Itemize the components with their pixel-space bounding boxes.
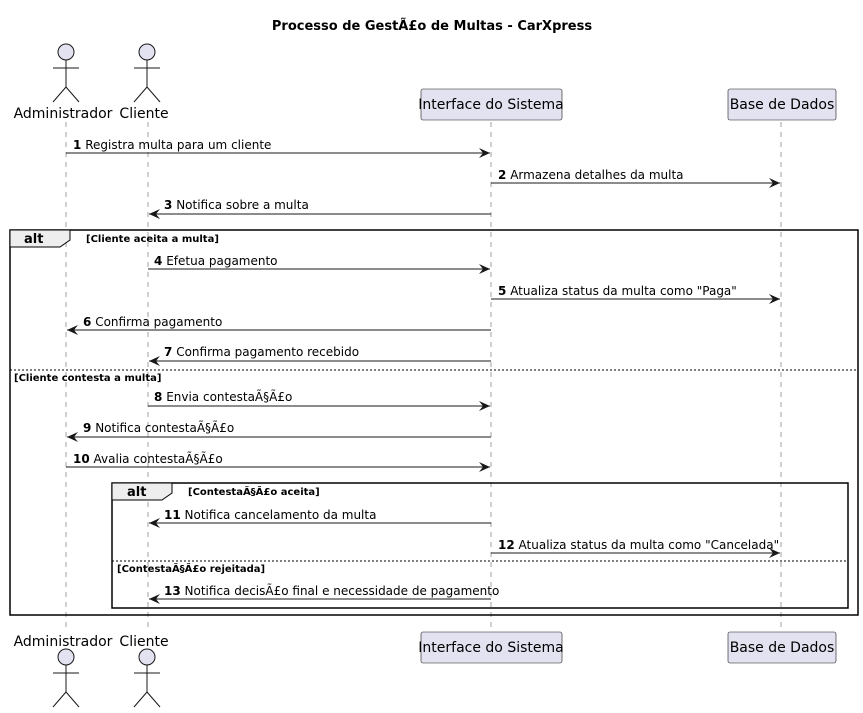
actor-head-icon [138,43,156,61]
message-5: 5 Atualiza status da multa como "Paga" [491,284,780,304]
message-label: 12 Atualiza status da multa como "Cancel… [498,538,779,552]
message-7: 7 Confirma pagamento recebido [149,345,491,366]
actor-label-administrador: Administrador [14,106,113,122]
alt-keyword-outer: alt [24,232,43,247]
alt-keyword-inner: alt [127,485,146,500]
message-3: 3 Notifica sobre a multa [149,198,491,219]
message-label: 13 Notifica decisÃ£o final e necessidade… [164,583,499,598]
message-10: 10 Avalia contestaÃ§Ã£o [66,451,490,472]
alt-frame-outer: alt [Cliente aceita a multa] [Cliente co… [9,229,859,616]
diagram-title: Processo de GestÃ£o de Multas - CarXpres… [272,18,592,34]
message-12: 12 Atualiza status da multa como "Cancel… [491,538,780,558]
message-label: 10 Avalia contestaÃ§Ã£o [73,451,223,466]
message-6: 6 Confirma pagamento [67,315,491,335]
message-9: 9 Notifica contestaÃ§Ã£o [67,420,491,442]
message-4: 4 Efetua pagamento [148,254,490,274]
actor-administrador-top: Administrador [14,43,113,122]
participant-label-base-dados: Base de Dados [730,640,835,656]
message-1: 1 Registra multa para um cliente [66,138,490,158]
message-label: 11 Notifica cancelamento da multa [164,508,376,522]
message-8: 8 Envia contestaÃ§Ã£o [148,389,490,411]
message-label: 5 Atualiza status da multa como "Paga" [498,284,737,298]
participant-interface-bottom: Interface do Sistema [418,631,564,664]
actor-label-administrador: Administrador [14,634,113,650]
alt-condition-outer-1: [Cliente aceita a multa] [86,234,219,245]
message-2: 2 Armazena detalhes da multa [491,168,780,188]
actor-head-icon [138,648,156,666]
alt-condition-outer-2: [Cliente contesta a multa] [14,373,161,384]
alt-condition-inner-2: [ContestaÃ§Ã£o rejeitada] [117,562,265,575]
alt-condition-inner-1: [ContestaÃ§Ã£o aceita] [188,485,320,498]
message-label: 6 Confirma pagamento [83,315,222,329]
participant-label-base-dados: Base de Dados [730,97,835,113]
message-13: 13 Notifica decisÃ£o final e necessidade… [149,583,499,604]
message-label: 4 Efetua pagamento [154,254,278,268]
message-label: 9 Notifica contestaÃ§Ã£o [83,420,234,435]
message-label: 2 Armazena detalhes da multa [498,168,684,182]
participant-interface-top: Interface do Sistema [418,88,564,121]
actor-head-icon [57,648,75,666]
participant-label-interface: Interface do Sistema [418,640,563,656]
message-label: 1 Registra multa para um cliente [73,138,271,152]
message-label: 7 Confirma pagamento recebido [164,345,359,359]
participant-base-dados-bottom: Base de Dados [727,631,837,664]
actor-cliente-top: Cliente [119,43,169,122]
alt-frame-inner: alt [ContestaÃ§Ã£o aceita] [ContestaÃ§Ã£… [111,482,849,609]
actor-label-cliente: Cliente [119,634,168,650]
actor-head-icon [57,43,75,61]
participant-label-interface: Interface do Sistema [418,97,563,113]
message-11: 11 Notifica cancelamento da multa [149,508,491,528]
message-label: 3 Notifica sobre a multa [164,198,309,212]
actor-cliente-bottom: Cliente [119,634,169,708]
actor-label-cliente: Cliente [119,106,168,122]
participant-base-dados-top: Base de Dados [727,88,837,121]
actor-administrador-bottom: Administrador [14,634,113,708]
message-label: 8 Envia contestaÃ§Ã£o [154,389,292,404]
